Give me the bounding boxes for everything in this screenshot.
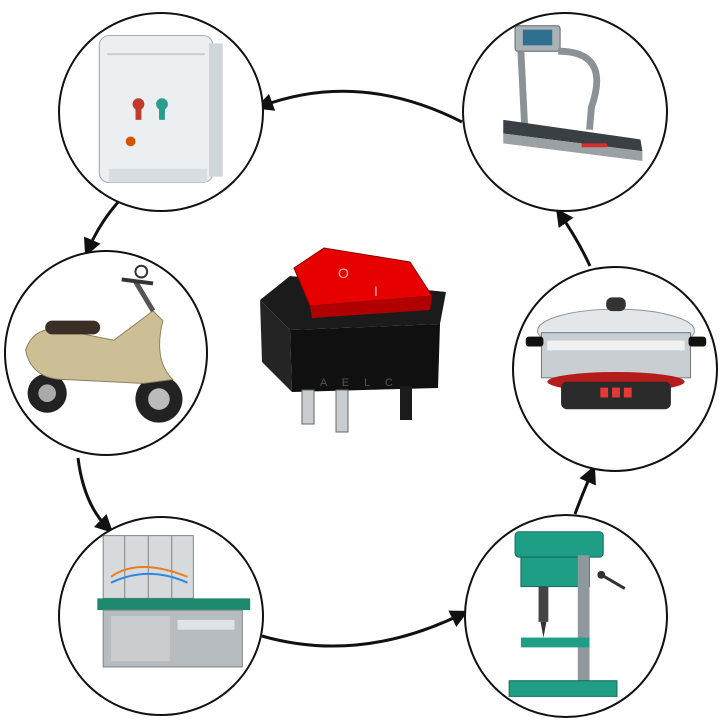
scooter-icon — [25, 264, 183, 423]
test-bench-icon — [97, 535, 251, 668]
treadmill-icon — [503, 25, 643, 161]
electric-hotpot-icon — [525, 297, 707, 410]
on-symbol: O — [338, 265, 349, 281]
rocker-switch: O I A E L C — [260, 247, 446, 433]
drill-press-circle — [464, 514, 668, 718]
treadmill-circle — [462, 12, 668, 212]
off-symbol: I — [374, 283, 378, 299]
water-dispenser-icon — [98, 35, 223, 184]
arrow-hotpot-to-treadmill — [555, 208, 592, 267]
electric-hotpot-circle — [512, 266, 718, 472]
scooter-circle — [4, 250, 208, 456]
drill-press-icon — [508, 531, 626, 697]
arrow-bench-to-drill — [261, 610, 469, 648]
terminal-marks: A E L C — [320, 377, 399, 389]
arrow-treadmill-to-dispenser — [255, 89, 463, 124]
water-dispenser-circle — [58, 12, 264, 212]
test-bench-circle — [58, 516, 264, 716]
red-rocker — [293, 247, 433, 307]
arrow-drill-to-hotpot — [573, 465, 596, 515]
